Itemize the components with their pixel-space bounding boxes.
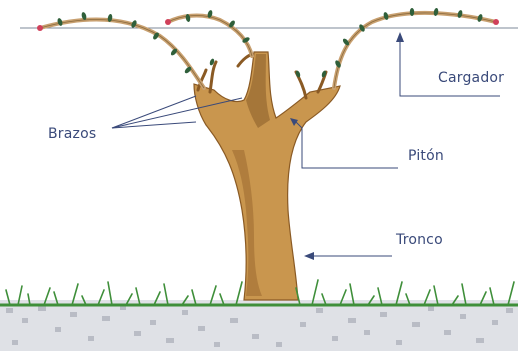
buds — [57, 8, 484, 78]
cargador-arrowhead — [396, 32, 404, 42]
label-brazos: Brazos — [48, 126, 96, 142]
label-piton: Pitón — [408, 148, 444, 164]
leader-lines — [112, 32, 500, 260]
piton-leader — [296, 122, 398, 168]
cargador-leader — [400, 38, 500, 96]
label-tronco: Tronco — [395, 232, 443, 248]
tronco-arrowhead — [304, 252, 314, 260]
ground — [0, 300, 518, 351]
label-cargador: Cargador — [438, 70, 504, 86]
